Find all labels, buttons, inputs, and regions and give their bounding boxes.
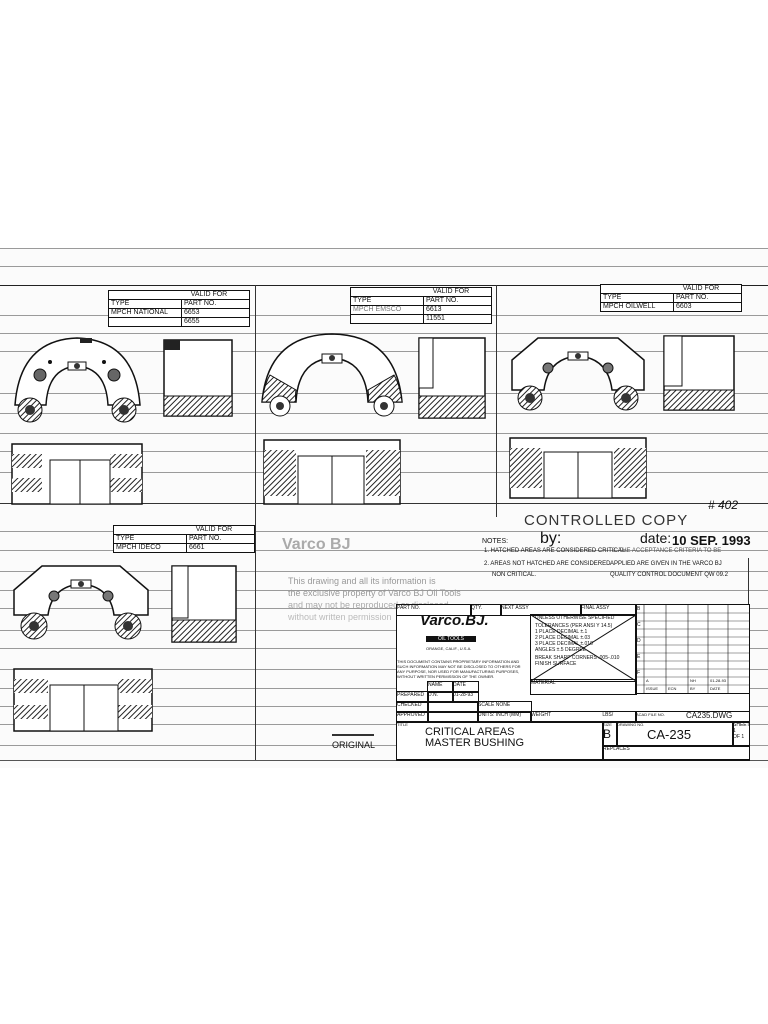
original-label: ORIGINAL [332, 740, 376, 750]
issue-header: ISSUE [646, 686, 659, 691]
rule-line [0, 608, 768, 609]
drawing-title-line1: CRITICAL AREAS [425, 726, 515, 738]
ecn-header: ECN [668, 686, 677, 691]
faded-notice-line: without written permission [288, 612, 392, 622]
bushing-section-ideco [13, 668, 153, 732]
acad-file-value: CA235.DWG [686, 711, 733, 720]
divider [496, 285, 497, 517]
note-2-cont: NON CRITICAL. [492, 572, 537, 578]
rev-a: A [646, 678, 649, 683]
controlled-copy-stamp: CONTROLLED COPY [524, 512, 689, 529]
acad-file-cell: ACAD FILE NO. CA235.DWG [635, 711, 750, 723]
rule-line [0, 531, 768, 532]
material-label: MATERIAL [531, 680, 556, 686]
border-top [0, 285, 768, 286]
rule-line [0, 760, 768, 761]
size-cell: SIZE B [602, 721, 618, 747]
stamp-by-label: by: [540, 530, 562, 547]
faded-notice-line: the exclusive property of Varco BJ Oil T… [288, 588, 461, 598]
date-header2: DATE [710, 686, 721, 691]
approved-label: APPROVED [397, 712, 425, 718]
note-3: 3. THE ACCEPTANCE CRITERIA TO BE [612, 548, 722, 554]
bushing-top-view-oilwell [511, 337, 645, 411]
note-1: 1. HATCHED AREAS ARE CONSIDERED CRITICAL… [484, 548, 627, 554]
size-value: B [603, 727, 612, 741]
lbs-label: LBS/ [602, 712, 614, 718]
drawing-title-line2: MASTER BUSHING [425, 737, 525, 749]
rule-line [0, 745, 768, 746]
rev-by: NH [690, 678, 696, 683]
stamp-date: 10 SEP. 1993 [672, 533, 751, 548]
faded-notice-line: This drawing and all its information is [288, 576, 436, 586]
rule-line [0, 433, 768, 434]
rule-line [0, 550, 768, 551]
rev-date: 01-28-93 [710, 678, 727, 683]
rule-line [0, 706, 768, 707]
bushing-top-view-national [14, 337, 141, 423]
note-3-cont: APPLIED ARE GIVEN IN THE VARCO BJ [610, 561, 722, 567]
prepared-date: 01-28-93 [453, 692, 474, 698]
title-block: PART NO. QTY. NEXT ASSY FINAL ASSY Varco… [396, 604, 750, 761]
rule-line [0, 648, 768, 649]
scale-value: NONE [495, 702, 511, 708]
note-2: 2. AREAS NOT HATCHED ARE CONSIDERED [484, 561, 611, 567]
bushing-side-view-national [163, 339, 233, 417]
bushing-side-view-oilwell [663, 335, 735, 411]
date-header: DATE [453, 682, 466, 688]
notes-title: NOTES: [482, 538, 509, 545]
by-header: BY [690, 686, 696, 691]
stamp-date-label: date: [640, 530, 672, 546]
divider [255, 285, 256, 760]
revision-grid: B C D E F A NH 01-28-93 ISSUE ECN BY DAT… [635, 604, 750, 694]
bushing-section-emsco [263, 439, 401, 505]
qty-header: QTY. [471, 605, 483, 611]
drawing-no-cell: DRAWING NO. CA-235 [616, 721, 734, 747]
weight-label: WEIGHT [531, 712, 551, 718]
faded-logo-text: Varco BJ [282, 536, 351, 553]
replaces-label: REPLACES [603, 746, 630, 752]
original-underline [332, 734, 374, 736]
rule-line [0, 266, 768, 267]
prepared-by: D.N. [428, 692, 438, 698]
checked-label: CHECKED [397, 702, 422, 708]
scale-label: SCALE [478, 702, 495, 708]
company-sub: OIL TOOLS [426, 636, 476, 642]
tolerance-box: UNLESS OTHERWISE SPECIFIED TOLERANCES (P… [530, 614, 637, 682]
rule-line [0, 669, 768, 670]
company-city: ORANGE, CALIF., U.S.A. [426, 646, 472, 651]
rule-line [0, 724, 768, 725]
final-assy-header: FINAL ASSY [581, 605, 610, 611]
rule-line [0, 571, 768, 572]
bushing-side-view-ideco [171, 565, 237, 643]
name-header: NAME [428, 682, 443, 688]
faded-notice-line: and may not be reproduced or disclosed [288, 600, 449, 610]
handwritten-number: # 402 [708, 498, 739, 512]
company-logo: Varco.BJ. [420, 614, 489, 629]
proprietary-notice: THIS DOCUMENT CONTAINS PROPRIETARY INFOR… [397, 659, 521, 679]
rule-line [0, 351, 768, 352]
rule-line [0, 248, 768, 249]
bushing-side-view-emsco [418, 337, 486, 419]
units-label: UNITS: INCH (MM) [478, 712, 522, 718]
bushing-top-view-ideco [13, 565, 149, 640]
rule-line [0, 590, 768, 591]
rule-line [0, 333, 768, 334]
bushing-top-view-emsco [261, 333, 403, 417]
title-cell: TITLE CRITICAL AREAS MASTER BUSHING [396, 721, 604, 761]
company-logo-area: Varco.BJ. OIL TOOLS ORANGE, CALIF., U.S.… [396, 614, 530, 660]
rule-line [0, 688, 768, 689]
note-3-cont: QUALITY CONTROL DOCUMENT QW 09.2 [610, 572, 728, 578]
next-assy-header: NEXT ASSY [501, 605, 529, 611]
part-no-header: PART NO. [397, 605, 421, 611]
rule-line [0, 630, 768, 631]
bushing-section-national [11, 443, 143, 505]
bushing-section-oilwell [509, 437, 647, 499]
prepared-label: PREPARED [397, 692, 425, 698]
drawing-number: CA-235 [647, 727, 692, 742]
